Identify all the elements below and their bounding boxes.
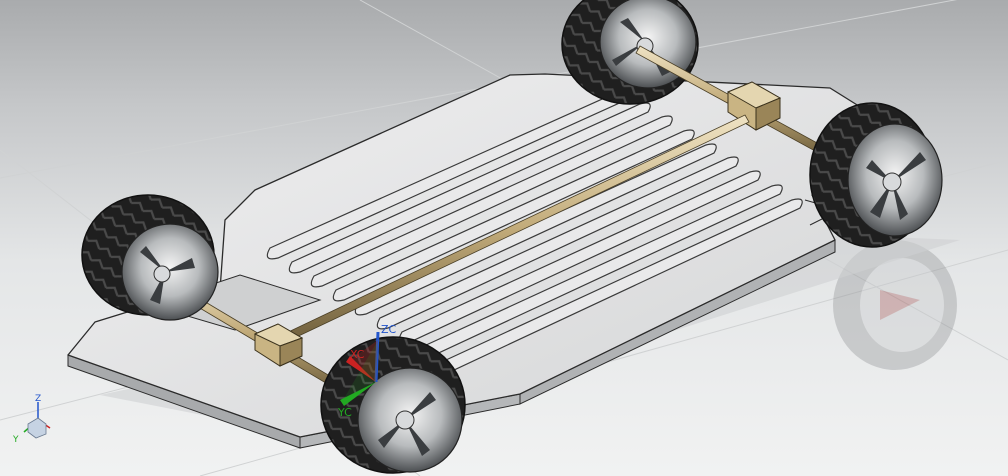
xc-axis: [346, 356, 376, 382]
view-y-label: Y: [12, 435, 19, 445]
yc-axis: [340, 382, 376, 406]
view-orientation-triad[interactable]: Z Y: [12, 394, 51, 445]
floor-reflection: [833, 240, 957, 370]
zc-label: ZC: [381, 323, 397, 336]
view-z-label: Z: [35, 394, 41, 404]
wheel-front-right[interactable]: [320, 336, 466, 474]
front-gearbox[interactable]: [253, 323, 304, 367]
wcs-triad[interactable]: ZC XC YC: [337, 323, 397, 419]
yc-label: YC: [337, 406, 352, 419]
wheel-rear-right[interactable]: [809, 102, 943, 248]
zc-axis: [374, 331, 380, 383]
wheel-front-left[interactable]: [81, 194, 219, 321]
xc-label: XC: [350, 348, 365, 361]
